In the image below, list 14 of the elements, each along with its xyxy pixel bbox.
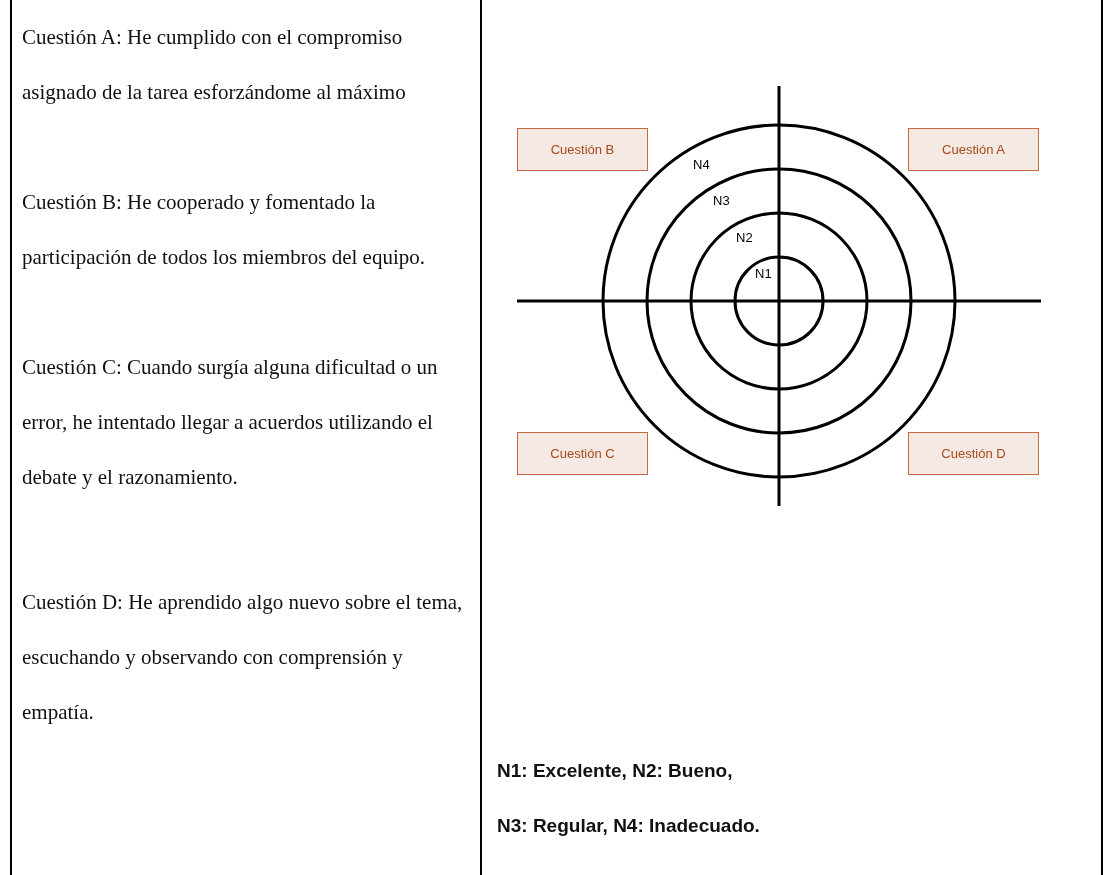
question-text: Cuestión A: He cumplido con el compromiso asignado de la tarea esforzándome al máximo: [22, 24, 407, 106]
question-text: Cuestión B: He cooperado y fomentado la participación de todos los miembros del equipo.: [22, 189, 426, 271]
question-box: Cuestión C: [517, 432, 648, 475]
level-label: N4: [693, 158, 710, 172]
level-label: N1: [755, 267, 772, 281]
level-label: N2: [736, 231, 753, 245]
question-box: Cuestión B: [517, 128, 648, 171]
question-box: Cuestión D: [908, 432, 1039, 475]
level-key-text: N1: Excelente, N2: Bueno,: [497, 760, 733, 782]
level-label: N3: [713, 194, 730, 208]
question-box: Cuestión A: [908, 128, 1039, 171]
question-text: Cuestión C: Cuando surgía alguna dificultad o un error, he intentado llegar a acuerdos utilizando el debate y el razonamiento.: [22, 354, 439, 491]
question-text: Cuestión D: He aprendido algo nuevo sobre el tema, escuchando y observando con comprensión y empatía.: [22, 589, 464, 726]
level-key-text: N3: Regular, N4: Inadecuado.: [497, 815, 760, 837]
